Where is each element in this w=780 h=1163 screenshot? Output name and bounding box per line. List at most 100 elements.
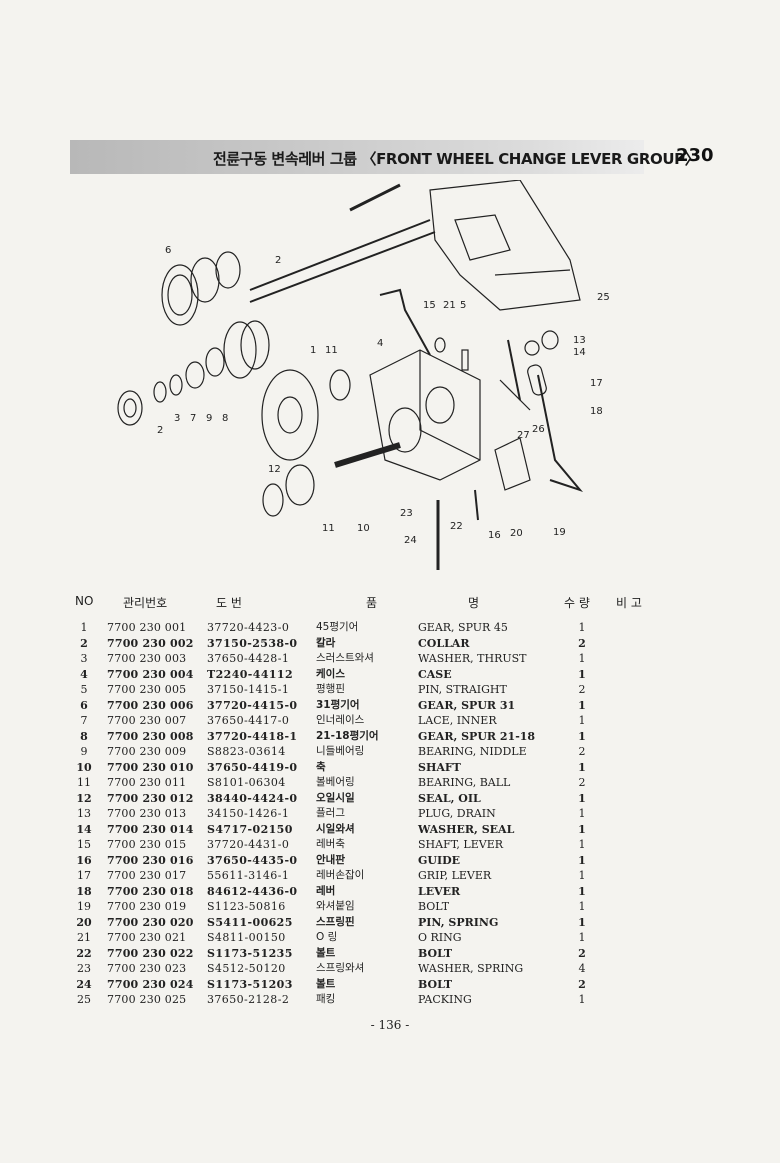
- svg-text:24: 24: [404, 535, 417, 546]
- row-drawing-number: S8101-06304: [207, 776, 286, 789]
- row-name-korean: 케이스: [316, 667, 345, 680]
- row-name-korean: 레버: [316, 884, 336, 897]
- row-no: 6: [80, 698, 88, 712]
- col-no: NO: [75, 594, 94, 608]
- row-name-english: BEARING, NIDDLE: [418, 745, 527, 758]
- svg-text:13: 13: [573, 335, 586, 346]
- row-no: 7: [80, 714, 88, 727]
- row-name-english: SHAFT: [418, 760, 461, 774]
- svg-text:8: 8: [222, 413, 228, 424]
- row-name-korean: 니들베어링: [316, 745, 365, 757]
- row-name-korean: 축: [316, 760, 326, 773]
- row-mgmt-number: 7700 230 017: [107, 869, 187, 882]
- transmission-housing: [429, 179, 581, 311]
- row-name-english: GRIP, LEVER: [418, 869, 492, 882]
- row-name-english: PLUG, DRAIN: [418, 807, 496, 820]
- row-name-english: BOLT: [418, 946, 453, 960]
- gear-spur-21-18: [223, 320, 270, 379]
- row-name-english: BOLT: [418, 900, 450, 913]
- row-name-korean: 21-18평기어: [316, 729, 379, 742]
- row-no: 11: [77, 776, 91, 789]
- row-name-english: GEAR, SPUR 31: [418, 698, 516, 712]
- row-mgmt-number: 7700 230 013: [107, 807, 187, 820]
- row-name-korean: 볼트: [316, 977, 336, 990]
- gear-spur-45: [261, 369, 351, 461]
- row-name-korean: 스프링와셔: [316, 962, 365, 974]
- row-no: 5: [80, 683, 88, 696]
- row-no: 18: [76, 884, 92, 898]
- svg-text:17: 17: [590, 378, 603, 389]
- row-mgmt-number: 7700 230 018: [107, 884, 194, 898]
- row-name-korean: 오일시일: [316, 791, 355, 804]
- row-name-english: COLLAR: [418, 636, 470, 650]
- parts-diagram-svg: 6 2 15 21 5 25 13 14 1 11 4 17 18 2 3 7 …: [117, 179, 610, 570]
- svg-text:26: 26: [532, 424, 545, 435]
- row-drawing-number: S4811-00150: [207, 931, 286, 944]
- gear-spur-31: [161, 251, 241, 326]
- svg-text:15: 15: [423, 300, 436, 311]
- row-name-english: WASHER, SEAL: [418, 822, 515, 836]
- row-quantity: 2: [578, 745, 586, 758]
- row-name-korean: 31평기어: [316, 698, 360, 711]
- svg-text:22: 22: [450, 521, 463, 532]
- row-name-korean: 시일와셔: [316, 822, 355, 835]
- row-name-english: WASHER, THRUST: [418, 652, 527, 665]
- col-dwg: 도 번: [216, 596, 242, 610]
- exploded-parts-diagram: 6 2 15 21 5 25 13 14 1 11 4 17 18 2 3 7 …: [100, 179, 640, 580]
- row-drawing-number: 34150-1426-1: [207, 807, 290, 820]
- row-drawing-number: 37720-4418-1: [207, 729, 298, 743]
- row-quantity: 1: [578, 698, 586, 712]
- group-title: 전륜구동 변속레버 그룹 〈FRONT WHEEL CHANGE LEVER G…: [213, 150, 700, 168]
- svg-text:4: 4: [377, 338, 383, 349]
- row-no: 1: [80, 621, 88, 634]
- row-mgmt-number: 7700 230 011: [107, 776, 187, 789]
- row-name-english: WASHER, SPRING: [418, 962, 524, 975]
- row-drawing-number: S1173-51235: [207, 946, 293, 960]
- svg-text:11: 11: [322, 523, 335, 534]
- row-drawing-number: 37720-4415-0: [207, 698, 298, 712]
- group-number: 230: [676, 145, 714, 166]
- row-name-korean: 안내판: [316, 853, 345, 866]
- row-name-english: PIN, STRAIGHT: [418, 683, 507, 696]
- svg-text:2: 2: [275, 255, 281, 266]
- svg-text:23: 23: [400, 508, 413, 519]
- row-name-english: GEAR, SPUR 45: [418, 621, 508, 634]
- row-quantity: 1: [578, 853, 586, 867]
- row-drawing-number: 37650-4428-1: [207, 652, 290, 665]
- row-mgmt-number: 7700 230 019: [107, 900, 187, 913]
- row-quantity: 1: [578, 760, 586, 774]
- row-name-korean: O 링: [316, 931, 338, 943]
- col-qty: 수 량: [564, 596, 590, 610]
- row-quantity: 2: [578, 636, 586, 650]
- row-mgmt-number: 7700 230 009: [107, 745, 187, 758]
- row-name-english: GEAR, SPUR 21-18: [418, 729, 536, 743]
- row-name-korean: 칼라: [316, 636, 336, 649]
- row-mgmt-number: 7700 230 002: [107, 636, 194, 650]
- row-quantity: 2: [578, 683, 586, 696]
- row-drawing-number: 37150-1415-1: [207, 683, 290, 696]
- svg-text:27: 27: [517, 430, 530, 441]
- row-quantity: 1: [578, 884, 586, 898]
- row-no: 9: [80, 745, 88, 758]
- row-drawing-number: S4512-50120: [207, 962, 286, 975]
- row-mgmt-number: 7700 230 015: [107, 838, 187, 851]
- col-note: 비 고: [616, 596, 642, 610]
- row-name-english: BEARING, BALL: [418, 776, 511, 789]
- row-name-korean: 인너레이스: [316, 714, 365, 726]
- row-quantity: 1: [578, 667, 586, 681]
- row-drawing-number: 37720-4431-0: [207, 838, 290, 851]
- row-quantity: 1: [578, 807, 586, 820]
- row-quantity: 2: [578, 977, 586, 991]
